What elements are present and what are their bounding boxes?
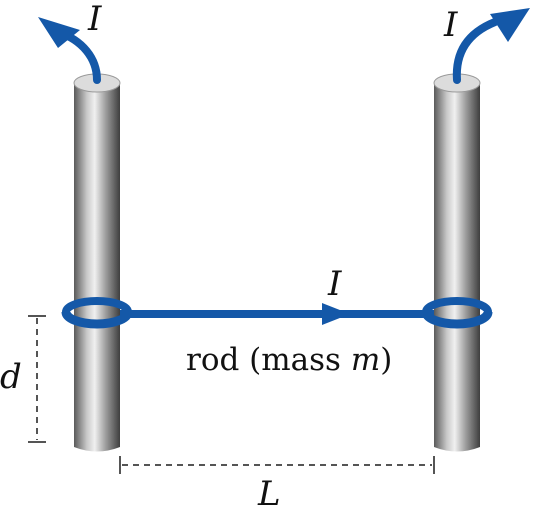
current-label-rod: I (327, 264, 342, 304)
right-rail (433, 73, 481, 452)
rod-mass-symbol: m (351, 342, 380, 378)
current-label-left: I (87, 0, 102, 39)
length-label-L: L (257, 474, 281, 514)
dimension-d (28, 315, 46, 443)
rod-label-close: ) (380, 342, 392, 378)
distance-label-d: d (0, 357, 22, 397)
rod-label: rod (mass m) (186, 342, 392, 378)
left-ring-back (62, 297, 132, 313)
incoming-arrow-icon (38, 17, 80, 48)
right-ring-back (422, 297, 492, 313)
rod-current-arrow-icon (322, 303, 350, 325)
incoming-current-wire (38, 17, 101, 84)
left-ring-front (61, 311, 133, 329)
left-rail (73, 73, 121, 452)
rod (120, 303, 434, 325)
outgoing-arrow-icon (490, 8, 530, 42)
outgoing-current-wire (452, 8, 530, 84)
right-ring-front (421, 311, 493, 329)
dimension-L (119, 456, 435, 474)
current-label-right: I (443, 5, 458, 45)
rod-label-text: rod (mass (186, 342, 351, 378)
